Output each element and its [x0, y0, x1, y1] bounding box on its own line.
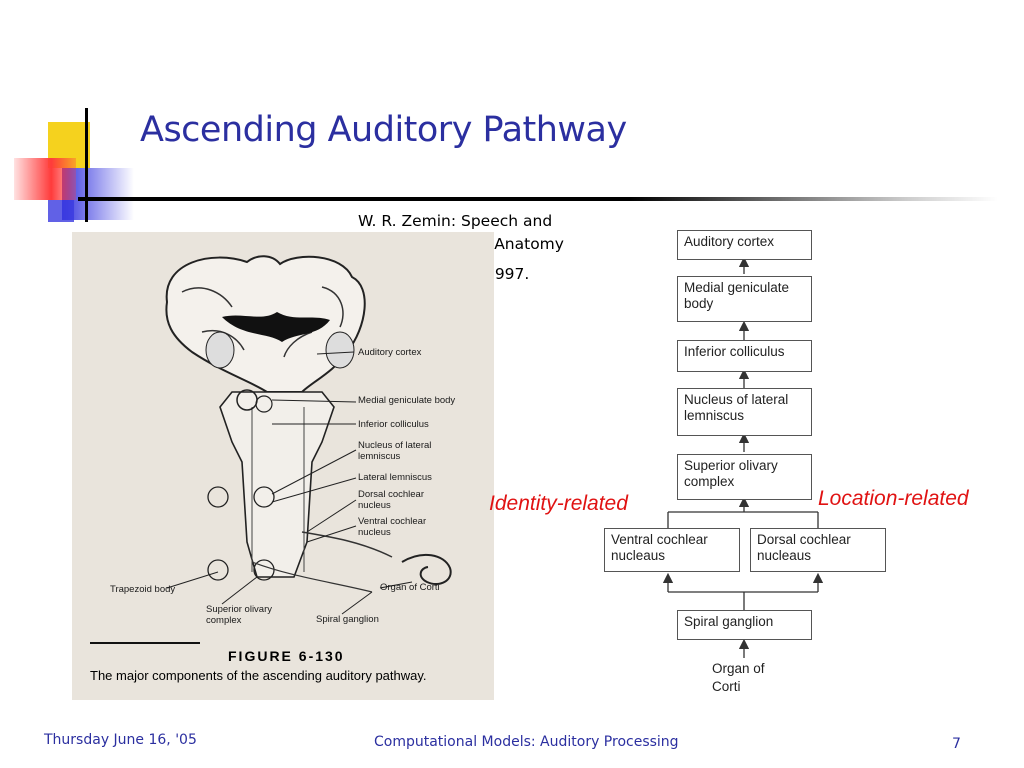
corner-decoration — [14, 108, 134, 222]
flow-box-auditory-cortex: Auditory cortex — [677, 230, 812, 260]
title-underline — [78, 197, 998, 201]
flow-box-inferior-colliculus: Inferior colliculus — [677, 340, 812, 372]
fig-label-lateral-lemniscus: Lateral lemniscus — [358, 472, 432, 483]
fig-label-medial-geniculate: Medial geniculate body — [358, 395, 456, 406]
flow-box-superior-olivary: Superior olivary complex — [677, 454, 812, 500]
citation-line-1: W. R. Zemin: Speech and — [358, 212, 553, 230]
flow-box-nucleus-lateral-lemniscus: Nucleus of lateral lemniscus — [677, 388, 812, 436]
flow-box-ventral-cochlear: Ventral cochlear nucleaus — [604, 528, 740, 572]
fig-label-auditory-cortex: Auditory cortex — [358, 347, 422, 358]
fig-label-inferior-colliculus: Inferior colliculus — [358, 419, 429, 430]
fig-label-ventral-cochlear: Ventral cochlear nucleus — [358, 516, 427, 538]
fig-label-dorsal-cochlear: Dorsal cochlear nucleus — [358, 489, 424, 511]
fig-label-trapezoid-body: Trapezoid body — [110, 584, 176, 595]
slide-number: 7 — [952, 736, 961, 752]
footer-date: Thursday June 16, '05 — [44, 732, 197, 748]
fig-label-nucleus-lateral-lemniscus: Nucleus of lateral lemniscus — [358, 440, 432, 462]
figure-caption: The major components of the ascending au… — [90, 668, 427, 683]
flow-box-dorsal-cochlear: Dorsal cochlear nucleaus — [750, 528, 886, 572]
identity-related-label: Identity-related — [489, 492, 628, 515]
fig-label-superior-olivary: Superior olivary complex — [206, 604, 272, 626]
figure-caption-heading: FIGURE 6-130 — [228, 648, 345, 664]
fig-label-organ-of-corti: Organ of Corti — [380, 582, 440, 593]
flow-box-medial-geniculate: Medial geniculate body — [677, 276, 812, 322]
footer-course-title: Computational Models: Auditory Processin… — [374, 734, 679, 750]
anatomy-figure: Auditory cortex Medial geniculate body I… — [72, 232, 494, 700]
fig-label-spiral-ganglion: Spiral ganglion — [316, 614, 379, 625]
slide-title: Ascending Auditory Pathway — [140, 110, 627, 150]
flow-box-spiral-ganglion: Spiral ganglion — [677, 610, 812, 640]
figure-caption-rule — [90, 642, 200, 644]
flow-origin-organ-of-corti: Organ of Corti — [712, 661, 765, 694]
location-related-label: Location-related — [818, 487, 969, 510]
brain-pathway-illustration — [165, 255, 452, 615]
